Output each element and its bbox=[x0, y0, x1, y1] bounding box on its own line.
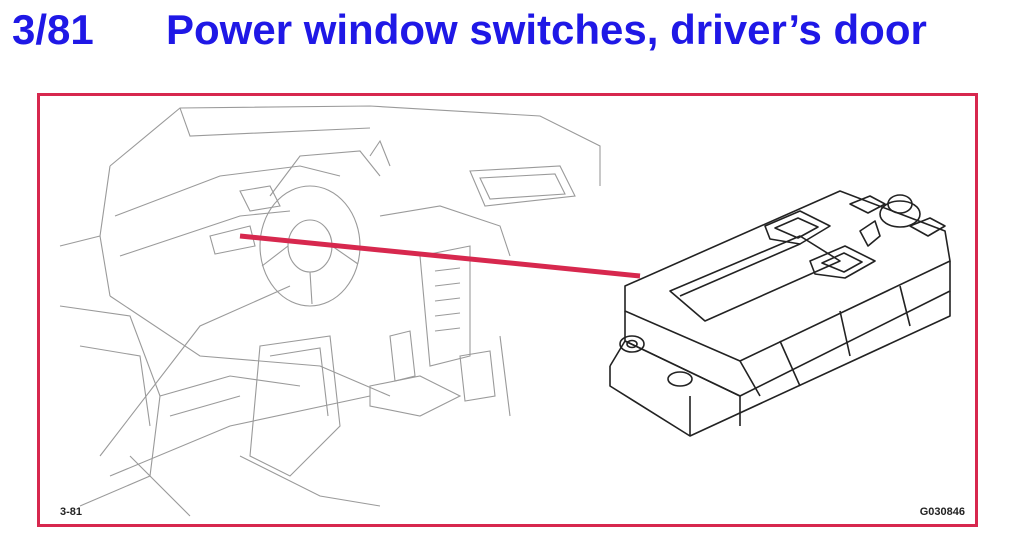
figure-ref: 3/81 bbox=[12, 6, 94, 53]
figure-label-left: 3-81 bbox=[60, 506, 83, 518]
title-row: 3/81 Power window switches, driver’s doo… bbox=[0, 6, 1014, 66]
window-switch-panel-illustration bbox=[609, 190, 951, 437]
diagram-canvas bbox=[59, 105, 951, 517]
car-interior-illustration bbox=[59, 105, 601, 517]
figure-frame: 3-81 G030846 bbox=[37, 93, 978, 527]
leader-line bbox=[239, 233, 641, 279]
page-title: Power window switches, driver’s door bbox=[166, 6, 927, 53]
figure-code: G030846 bbox=[919, 506, 965, 518]
